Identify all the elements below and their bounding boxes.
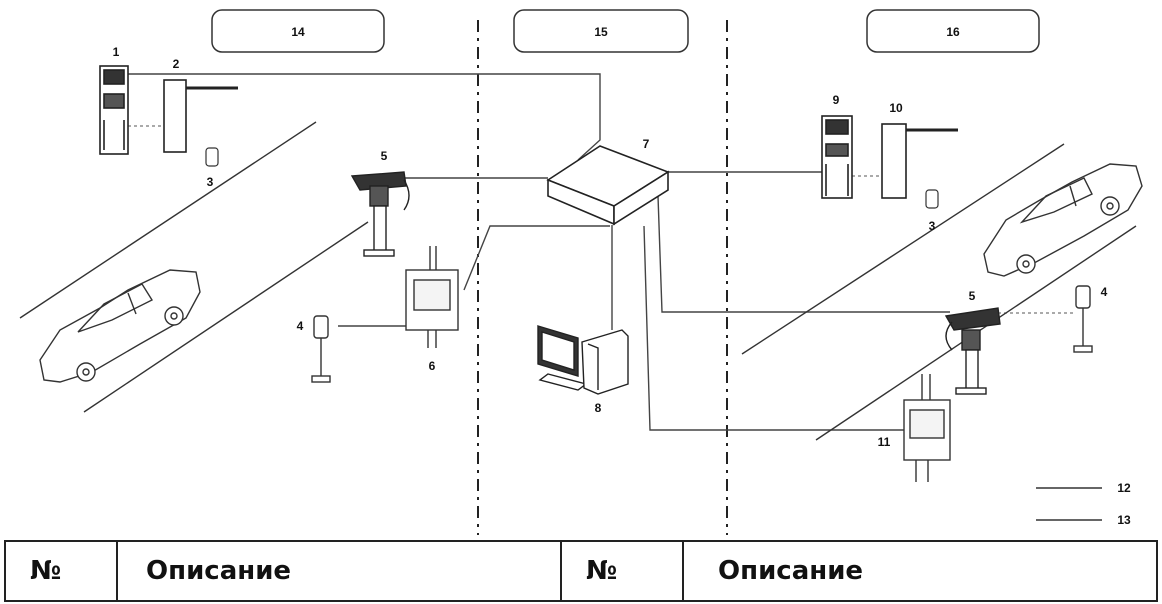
label-4-left: 4 bbox=[297, 319, 304, 333]
label-6: 6 bbox=[429, 359, 436, 373]
zone-14-label: 14 bbox=[211, 9, 385, 53]
label-5-left: 5 bbox=[381, 149, 388, 163]
label-3-left: 3 bbox=[207, 175, 214, 189]
parking-system-diagram: 14 15 16 bbox=[19, 9, 1143, 535]
sensor-left bbox=[205, 147, 219, 167]
zone-15-text: 15 bbox=[594, 25, 608, 39]
sensor-right bbox=[925, 189, 939, 209]
car-left bbox=[39, 269, 201, 383]
barrier-stand-right bbox=[821, 115, 853, 199]
header-description-1: Описание bbox=[116, 540, 562, 602]
label-12: 12 bbox=[1117, 481, 1131, 495]
camera-right bbox=[944, 307, 1001, 395]
label-11: 11 bbox=[878, 435, 891, 449]
barrier-arm-left bbox=[163, 79, 238, 153]
legend-table-header-row: № Описание № Описание bbox=[4, 540, 1158, 602]
header-description-2: Описание bbox=[682, 540, 1158, 602]
label-9: 9 bbox=[833, 93, 840, 107]
label-5-right: 5 bbox=[969, 289, 976, 303]
header-number-1: № bbox=[4, 540, 118, 602]
zone-16-label: 16 bbox=[866, 9, 1040, 53]
header-number-2: № bbox=[560, 540, 684, 602]
barrier-stand-left bbox=[99, 65, 129, 155]
label-7: 7 bbox=[643, 137, 650, 151]
ticket-terminal-left bbox=[405, 246, 459, 348]
barrier-arm-right bbox=[881, 123, 958, 199]
label-4-right: 4 bbox=[1101, 285, 1108, 299]
dashed-links bbox=[128, 125, 1076, 314]
left-road bbox=[19, 121, 369, 413]
zone-15-label: 15 bbox=[513, 9, 689, 53]
camera-left bbox=[350, 171, 410, 257]
label-8: 8 bbox=[595, 401, 602, 415]
reader-post-right bbox=[1073, 285, 1093, 353]
reader-post-left bbox=[311, 315, 331, 383]
legend-table: № Описание № Описание bbox=[4, 540, 1158, 602]
label-13: 13 bbox=[1117, 513, 1131, 527]
car-right bbox=[983, 163, 1143, 277]
label-3-right: 3 bbox=[929, 219, 936, 233]
network-switch bbox=[546, 145, 670, 226]
zone-16-text: 16 bbox=[946, 25, 960, 39]
label-1: 1 bbox=[113, 45, 120, 59]
label-2: 2 bbox=[173, 57, 180, 71]
network-connections bbox=[128, 73, 950, 431]
zone-14-text: 14 bbox=[291, 25, 305, 39]
workstation bbox=[537, 325, 629, 395]
ticket-terminal-right bbox=[903, 374, 951, 482]
label-10: 10 bbox=[889, 101, 903, 115]
